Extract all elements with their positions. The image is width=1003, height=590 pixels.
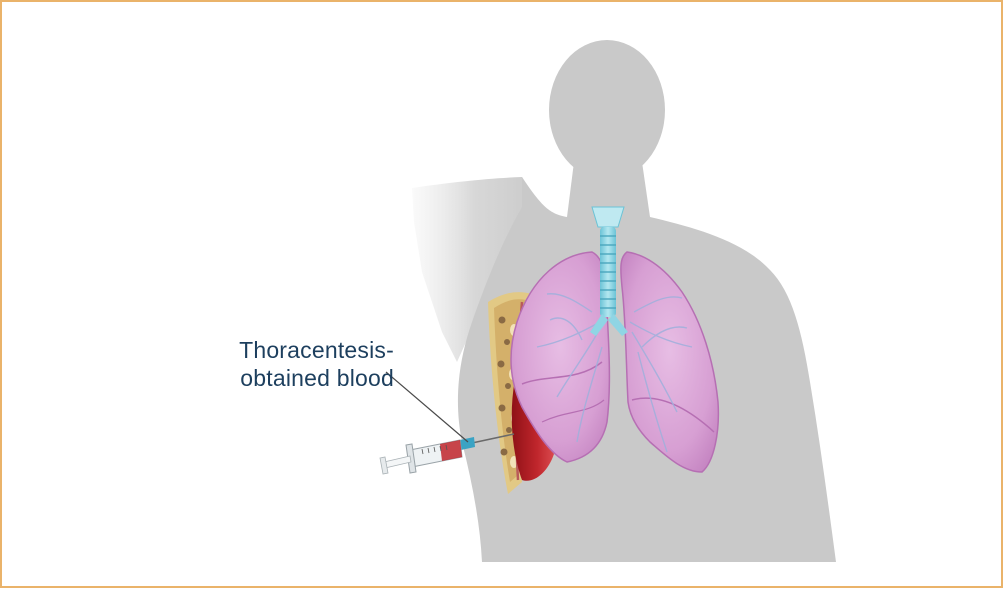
callout-label-line-2: obtained blood xyxy=(152,364,394,392)
callout-label: Thoracentesis- obtained blood xyxy=(152,336,394,392)
callout-leader-line xyxy=(386,372,468,442)
callout-label-line-1: Thoracentesis- xyxy=(152,336,394,364)
